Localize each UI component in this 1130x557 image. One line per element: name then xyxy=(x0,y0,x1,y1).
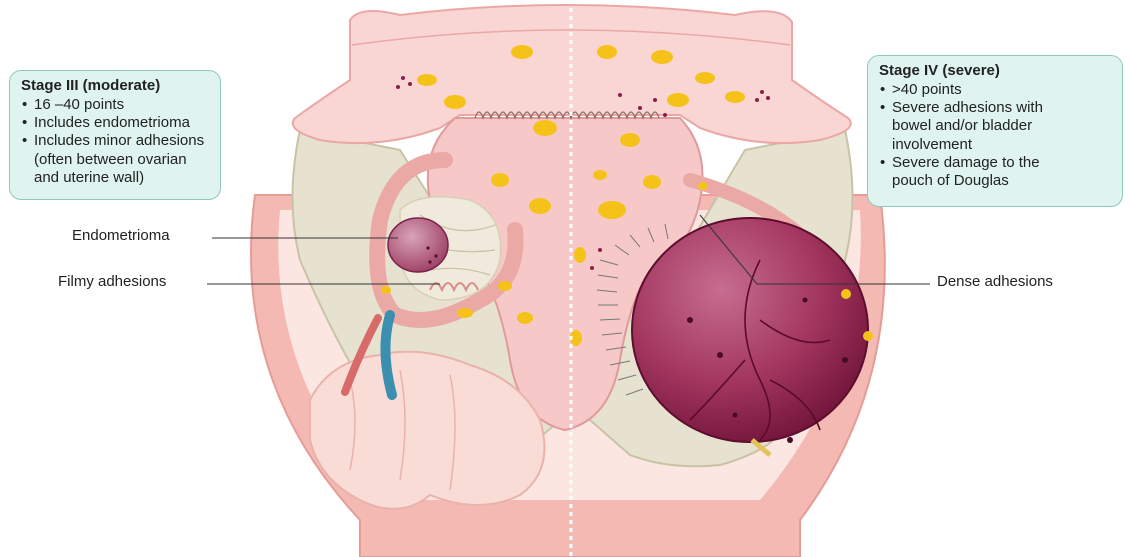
dense-adhesions-label: Dense adhesions xyxy=(937,273,1053,291)
stage-iii-bullet-continuation: and uterine wall) xyxy=(21,169,210,187)
stage-iii-bullet: Includes minor adhesions xyxy=(21,132,210,150)
filmy-adhesions-label: Filmy adhesions xyxy=(58,273,166,291)
stage-iii-bullet: 16 –40 points xyxy=(21,96,210,114)
stage-iii-title: Stage III (moderate) xyxy=(21,77,210,95)
stage-iv-bullet: >40 points xyxy=(879,81,1112,99)
large-endometrioma-cyst xyxy=(632,218,868,442)
stage-iv-bullet: Severe adhesions with xyxy=(879,99,1112,117)
stage-iii-bullets: 16 –40 points Includes endometrioma Incl… xyxy=(21,96,210,187)
stage-iii-bullet: Includes endometrioma xyxy=(21,114,210,132)
small-endometrioma xyxy=(388,218,448,272)
endometrioma-label: Endometrioma xyxy=(72,227,170,245)
stage-iv-bullets: >40 points Severe adhesions with bowel a… xyxy=(879,81,1112,190)
stage-iv-box: Stage IV (severe) >40 points Severe adhe… xyxy=(867,55,1123,207)
stage-iv-bullet-continuation: pouch of Douglas xyxy=(879,172,1112,190)
stage-iii-box: Stage III (moderate) 16 –40 points Inclu… xyxy=(9,70,221,200)
stage-iv-bullet: Severe damage to the xyxy=(879,154,1112,172)
stage-iv-bullet-continuation: involvement xyxy=(879,136,1112,154)
stage-iv-bullet-continuation: bowel and/or bladder xyxy=(879,117,1112,135)
stage-iv-title: Stage IV (severe) xyxy=(879,62,1112,80)
stage-iii-bullet-continuation: (often between ovarian xyxy=(21,151,210,169)
